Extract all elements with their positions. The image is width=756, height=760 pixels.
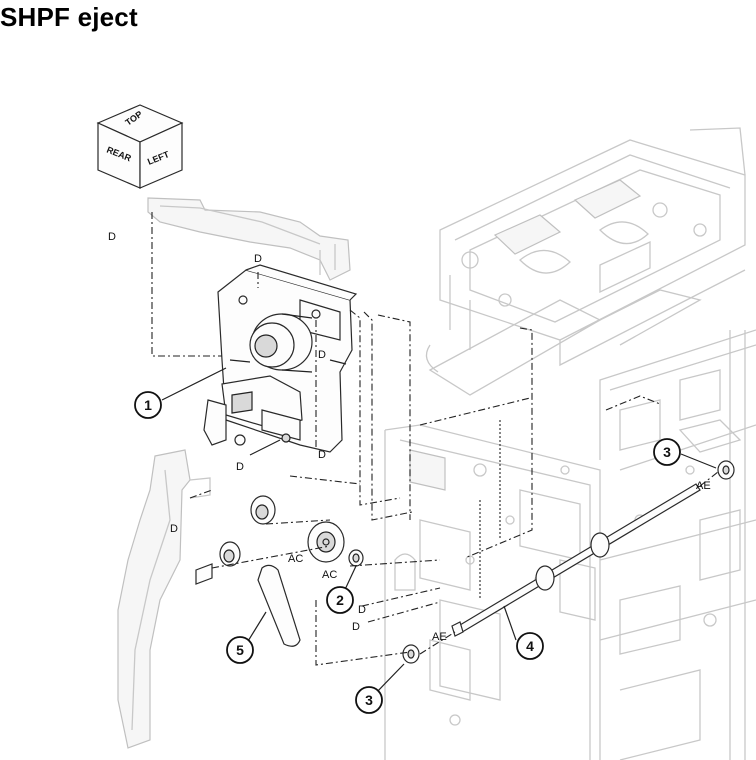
callout-1-number: 1 (144, 397, 152, 413)
callout-1: 1 (134, 391, 162, 419)
label-d-7: D (358, 604, 366, 616)
bushing-lower (402, 644, 420, 664)
label-d-4: D (236, 461, 244, 473)
label-d-6: D (170, 523, 178, 535)
gear-train (195, 495, 345, 585)
callout-3-lower-number: 3 (365, 692, 373, 708)
eject-drive-assembly (203, 264, 358, 453)
label-d-8: D (352, 621, 360, 633)
label-ac-2: AC (322, 569, 337, 581)
background-upper-assembly (425, 127, 746, 396)
top-bracket (147, 197, 351, 281)
alignment-lines (151, 212, 719, 666)
label-ae-2: AE (432, 631, 447, 643)
callout-5-number: 5 (236, 642, 244, 658)
label-d-1: D (108, 231, 116, 243)
callout-3-upper: 3 (653, 438, 681, 466)
label-d-2: D (254, 253, 262, 265)
drive-belt (257, 564, 301, 647)
label-ae-1: AE (696, 480, 711, 492)
left-side-bracket (117, 449, 211, 749)
eject-roller-shaft (451, 483, 701, 637)
page-title: SHPF eject (0, 2, 138, 32)
callout-4-number: 4 (526, 638, 534, 654)
orientation-cube: TOP REAR LEFT (96, 104, 184, 189)
callout-3-lower: 3 (355, 686, 383, 714)
callout-5: 5 (226, 636, 254, 664)
callout-3-upper-number: 3 (663, 444, 671, 460)
callout-2-number: 2 (336, 592, 344, 608)
bushing-upper (717, 460, 735, 480)
background-frame (384, 329, 756, 760)
label-d-3: D (318, 349, 326, 361)
label-d-5: D (318, 449, 326, 461)
pulley (348, 549, 364, 567)
label-ac-1: AC (288, 553, 303, 565)
callout-2: 2 (326, 586, 354, 614)
callout-4: 4 (516, 632, 544, 660)
reference-labels: D D D D D D D D AC AC AE AE (108, 231, 711, 643)
